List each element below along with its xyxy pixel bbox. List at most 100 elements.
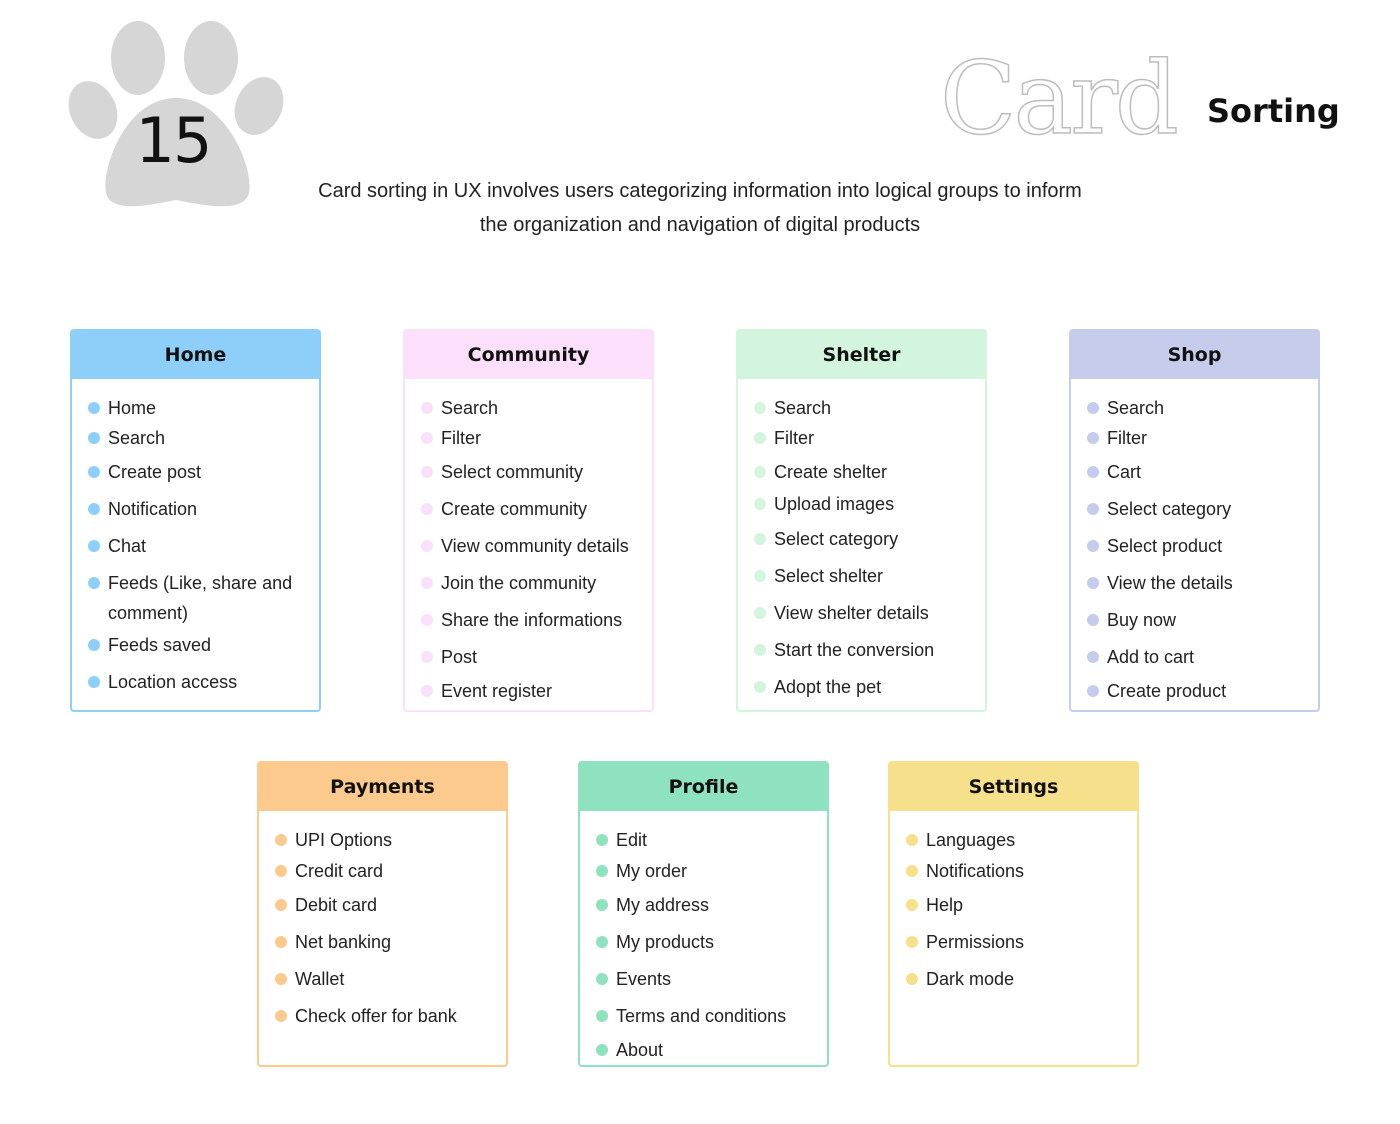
bullet-dot xyxy=(275,899,287,911)
bullet-dot xyxy=(421,685,433,697)
bullet-dot xyxy=(421,540,433,552)
bullet-dot xyxy=(421,402,433,414)
card-title: Home xyxy=(72,331,319,379)
list-item: Feeds saved xyxy=(88,630,303,660)
list-item: Buy now xyxy=(1087,605,1302,635)
bullet-dot xyxy=(754,533,766,545)
list-item: Permissions xyxy=(906,927,1121,957)
list-item: Notification xyxy=(88,494,303,524)
bullet-dot xyxy=(754,432,766,444)
bullet-dot xyxy=(596,1044,608,1056)
bullet-dot xyxy=(421,503,433,515)
list-item: Notifications xyxy=(906,856,1121,886)
bullet-dot xyxy=(596,899,608,911)
card-shelter: Shelter Search Filter Create shelter Upl… xyxy=(736,329,987,712)
bullet-dot xyxy=(906,834,918,846)
list-item: Select category xyxy=(754,524,969,554)
title-sorting-word: Sorting xyxy=(1207,92,1340,130)
list-item: Location access xyxy=(88,667,303,697)
list-item: Check offer for bank xyxy=(275,1001,490,1031)
card-title: Settings xyxy=(890,763,1137,811)
bullet-dot xyxy=(88,676,100,688)
bullet-dot xyxy=(275,936,287,948)
card-settings: Settings Languages Notifications Help Pe… xyxy=(888,761,1139,1067)
bullet-dot xyxy=(88,540,100,552)
list-item: Create shelter xyxy=(754,457,969,487)
card-title: Shelter xyxy=(738,331,985,379)
bullet-dot xyxy=(1087,651,1099,663)
list-item: Create community xyxy=(421,494,636,524)
description: Card sorting in UX involves users catego… xyxy=(250,174,1150,242)
card-title: Community xyxy=(405,331,652,379)
bullet-dot xyxy=(1087,466,1099,478)
card-shop: Shop Search Filter Cart Select category … xyxy=(1069,329,1320,712)
list-item: Languages xyxy=(906,825,1121,855)
bullet-dot xyxy=(275,834,287,846)
bullet-dot xyxy=(1087,614,1099,626)
card-home: Home Home Search Create post Notificatio… xyxy=(70,329,321,712)
list-item: Share the informations xyxy=(421,605,636,635)
list-item: About xyxy=(596,1035,811,1065)
bullet-dot xyxy=(275,865,287,877)
bullet-dot xyxy=(275,973,287,985)
list-item: Chat xyxy=(88,531,303,561)
bullet-dot xyxy=(754,498,766,510)
bullet-dot xyxy=(754,681,766,693)
bullet-dot xyxy=(275,1010,287,1022)
list-item: Select product xyxy=(1087,531,1302,561)
bullet-dot xyxy=(906,899,918,911)
bullet-dot xyxy=(88,639,100,651)
bullet-dot xyxy=(906,936,918,948)
card-title: Profile xyxy=(580,763,827,811)
list-item: Upload images xyxy=(754,489,969,519)
list-item: Search xyxy=(88,423,303,453)
bullet-dot xyxy=(596,1010,608,1022)
list-item: Select category xyxy=(1087,494,1302,524)
list-item: Credit card xyxy=(275,856,490,886)
bullet-dot xyxy=(596,865,608,877)
bullet-dot xyxy=(1087,432,1099,444)
bullet-dot xyxy=(1087,503,1099,515)
bullet-dot xyxy=(754,607,766,619)
list-item: Search xyxy=(421,393,636,423)
list-item: Start the conversion xyxy=(754,635,969,665)
list-item: Search xyxy=(1087,393,1302,423)
list-item: Search xyxy=(754,393,969,423)
bullet-dot xyxy=(421,466,433,478)
card-profile: Profile Edit My order My address My prod… xyxy=(578,761,829,1067)
list-item: Select shelter xyxy=(754,561,969,591)
list-item: Filter xyxy=(421,423,636,453)
list-item-continued: comment) xyxy=(108,603,189,623)
bullet-dot xyxy=(596,936,608,948)
list-item: My address xyxy=(596,890,811,920)
bullet-dot xyxy=(88,402,100,414)
list-item: View community details xyxy=(421,531,636,561)
list-item: Create post xyxy=(88,457,303,487)
list-item: Terms and conditions xyxy=(596,1001,811,1031)
list-item: Post xyxy=(421,642,636,672)
bullet-dot xyxy=(754,402,766,414)
card-title: Payments xyxy=(259,763,506,811)
badge-number: 15 xyxy=(135,104,213,177)
list-item: UPI Options xyxy=(275,825,490,855)
list-item: Adopt the pet xyxy=(754,672,969,702)
card-payments: Payments UPI Options Credit card Debit c… xyxy=(257,761,508,1067)
bullet-dot xyxy=(1087,577,1099,589)
bullet-dot xyxy=(906,865,918,877)
bullet-dot xyxy=(1087,540,1099,552)
list-item: Net banking xyxy=(275,927,490,957)
bullet-dot xyxy=(421,614,433,626)
list-item: My products xyxy=(596,927,811,957)
bullet-dot xyxy=(754,570,766,582)
card-community: Community Search Filter Select community… xyxy=(403,329,654,712)
bullet-dot xyxy=(596,834,608,846)
card-title: Shop xyxy=(1071,331,1318,379)
bullet-dot xyxy=(421,432,433,444)
bullet-dot xyxy=(1087,402,1099,414)
bullet-dot xyxy=(754,644,766,656)
bullet-dot xyxy=(421,577,433,589)
list-item: Join the community xyxy=(421,568,636,598)
description-line-2: the organization and navigation of digit… xyxy=(479,214,921,236)
list-item: My order xyxy=(596,856,811,886)
bullet-dot xyxy=(88,577,100,589)
